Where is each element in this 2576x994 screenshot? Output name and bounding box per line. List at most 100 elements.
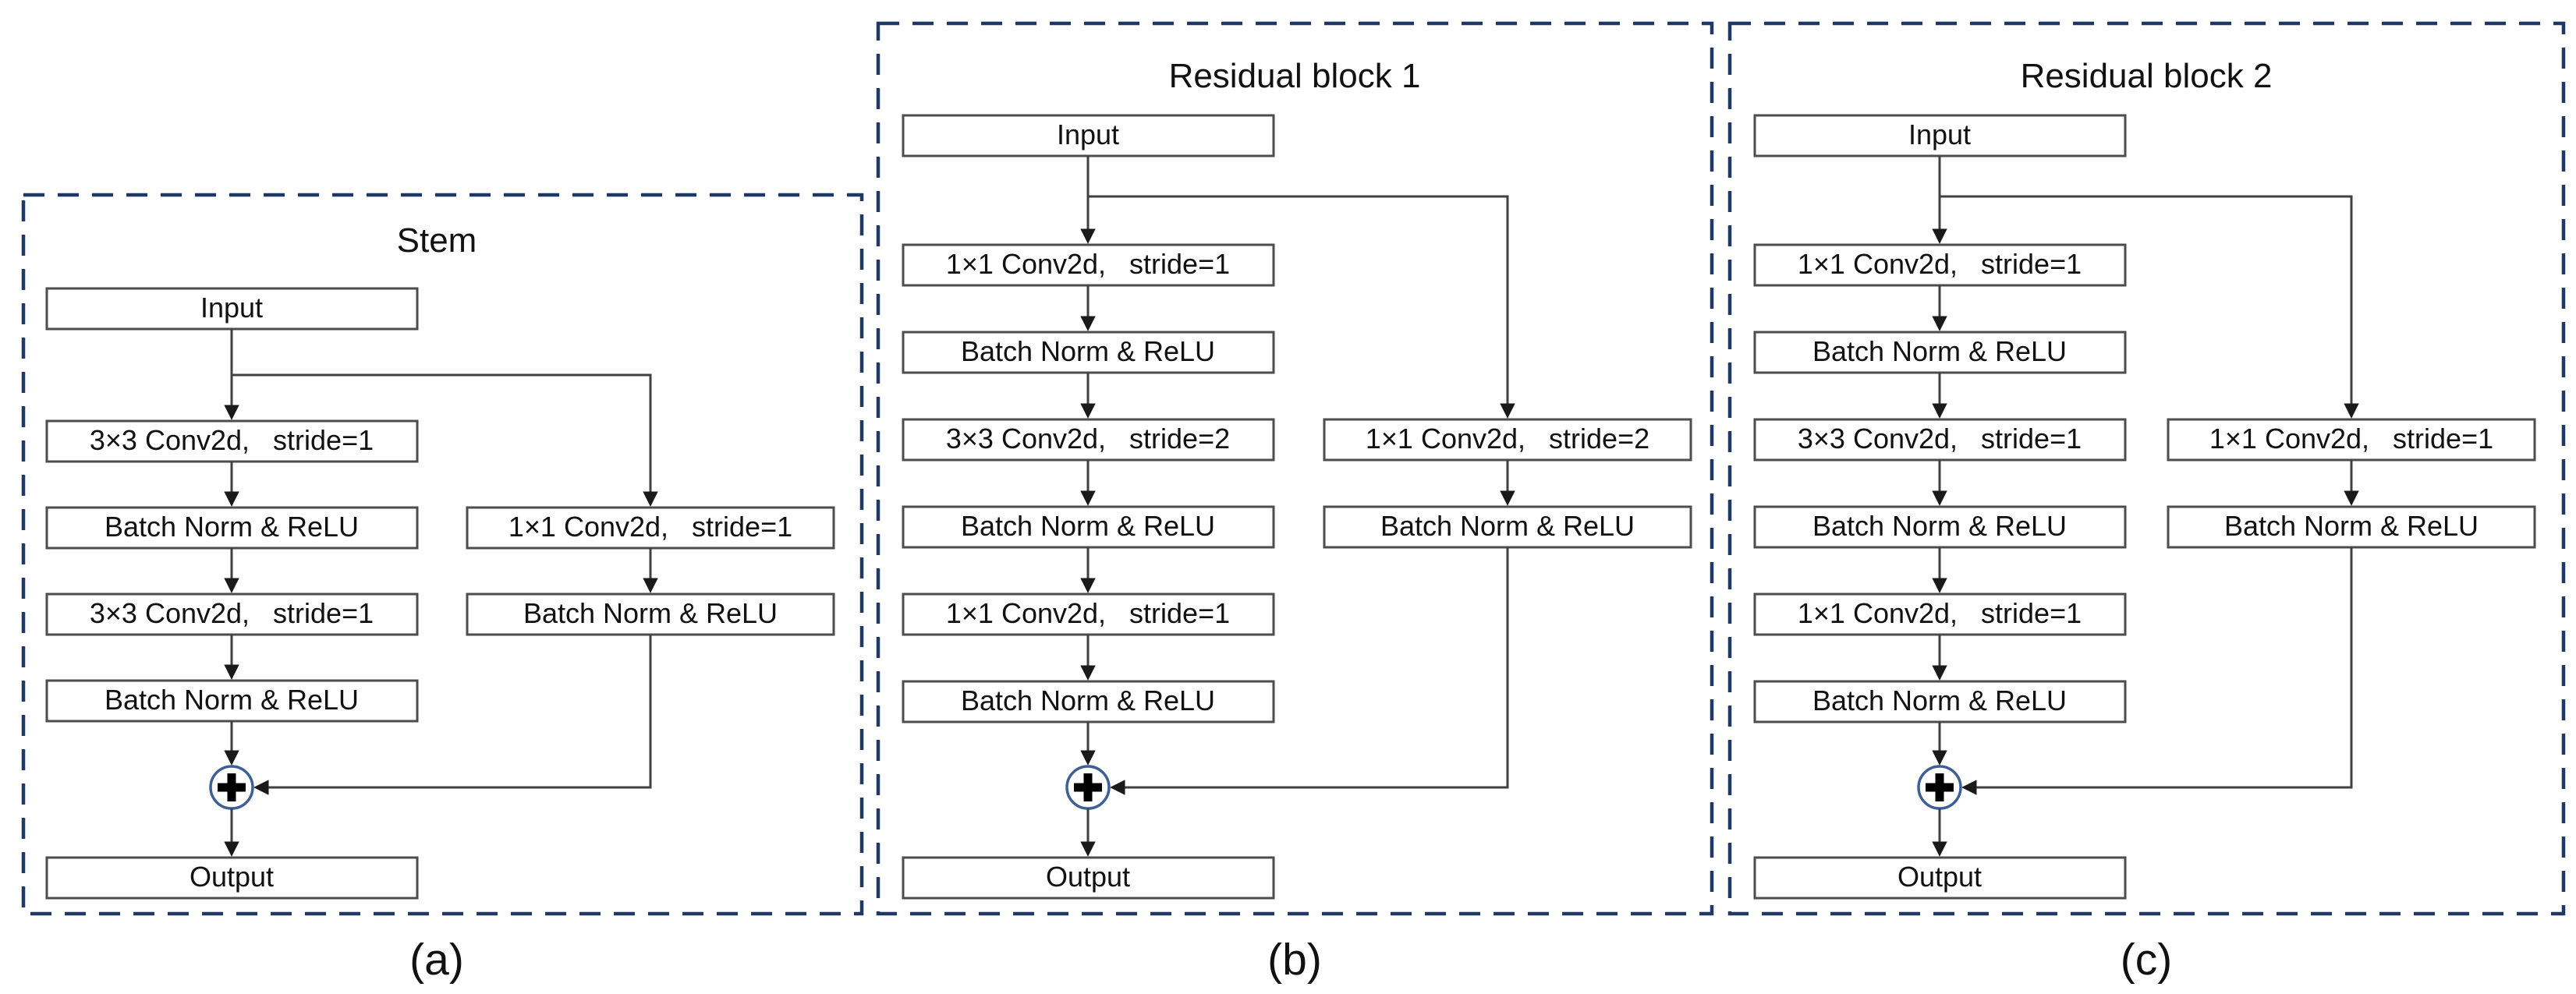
node-conv: 3×3 Conv2d, stride=1	[45, 593, 419, 636]
node-skip-conv-box	[2167, 418, 2536, 462]
sum-junction	[209, 765, 254, 810]
node-batchnorm: Batch Norm & ReLU	[45, 506, 419, 550]
node-batchnorm-label: Batch Norm & ReLU	[105, 684, 359, 716]
node-input-label: Input	[1908, 119, 1971, 150]
node-conv-label: 3×3 Conv2d, stride=1	[90, 424, 374, 456]
node-output-label: Output	[1897, 861, 1982, 893]
node-batchnorm: Batch Norm & ReLU	[1753, 680, 2127, 723]
node-conv-box	[45, 593, 419, 636]
node-conv-label: 3×3 Conv2d, stride=1	[90, 597, 374, 629]
panel-caption: (c)	[2121, 935, 2172, 985]
node-input-label: Input	[200, 292, 263, 324]
flow-skip-merge	[253, 635, 652, 795]
node-batchnorm-box	[902, 331, 1275, 374]
panel-residual-2-dashed-border	[1727, 21, 2566, 916]
node-conv-label: 3×3 Conv2d, stride=2	[946, 423, 1230, 455]
node-conv-box	[902, 243, 1275, 287]
node-skip-conv: 1×1 Conv2d, stride=1	[466, 506, 835, 550]
node-skip-batchnorm-label: Batch Norm & ReLU	[523, 597, 778, 629]
sum-junction	[1917, 765, 1962, 810]
plus-icon	[1926, 773, 1954, 801]
node-conv-label: 1×1 Conv2d, stride=1	[946, 597, 1230, 629]
panel-residual-2-title: Residual block 2	[2021, 57, 2273, 95]
node-batchnorm: Batch Norm & ReLU	[1753, 505, 2127, 549]
node-batchnorm-label: Batch Norm & ReLU	[1812, 335, 2067, 367]
node-input: Input	[1753, 114, 2127, 157]
node-input-box	[1753, 114, 2127, 157]
node-conv: 1×1 Conv2d, stride=1	[1753, 243, 2127, 287]
node-output-box	[902, 856, 1275, 900]
panel-residual-block-1: Residual block 1 Input 1×1 Conv2d, strid…	[876, 21, 1714, 985]
node-skip-batchnorm: Batch Norm & ReLU	[2167, 505, 2536, 549]
node-skip-batchnorm: Batch Norm & ReLU	[1323, 505, 1692, 549]
node-input: Input	[45, 287, 419, 331]
node-batchnorm: Batch Norm & ReLU	[902, 680, 1275, 723]
node-batchnorm-box	[45, 679, 419, 723]
node-conv-label: 1×1 Conv2d, stride=1	[1798, 248, 2082, 280]
node-skip-batchnorm-box	[466, 593, 835, 636]
node-batchnorm: Batch Norm & ReLU	[45, 679, 419, 723]
node-conv: 3×3 Conv2d, stride=1	[1753, 418, 2127, 462]
node-output-box	[1753, 856, 2127, 900]
node-conv: 1×1 Conv2d, stride=1	[902, 593, 1275, 636]
node-skip-batchnorm-label: Batch Norm & ReLU	[2224, 510, 2479, 542]
node-batchnorm-box	[902, 680, 1275, 723]
node-conv-label: 1×1 Conv2d, stride=1	[946, 248, 1230, 280]
node-conv-box	[902, 593, 1275, 636]
node-conv: 3×3 Conv2d, stride=2	[902, 418, 1275, 462]
node-conv-box	[45, 419, 419, 463]
node-skip-conv-box	[1323, 418, 1692, 462]
node-conv-box	[1753, 418, 2127, 462]
node-skip-conv-label: 1×1 Conv2d, stride=1	[2209, 423, 2493, 455]
panel-caption: (a)	[409, 935, 464, 985]
node-input-label: Input	[1057, 119, 1119, 150]
panel-stem: Stem Input 3×3 Conv2d, stride=1 Batch No…	[21, 193, 864, 985]
node-batchnorm-box	[902, 505, 1275, 549]
node-conv: 3×3 Conv2d, stride=1	[45, 419, 419, 463]
node-output-label: Output	[1046, 861, 1130, 893]
plus-icon	[1074, 773, 1102, 801]
flow-skip-branch	[1088, 195, 1515, 419]
node-input: Input	[902, 114, 1275, 157]
node-batchnorm-box	[1753, 505, 2127, 549]
node-skip-conv-label: 1×1 Conv2d, stride=1	[508, 511, 792, 543]
node-skip-batchnorm: Batch Norm & ReLU	[466, 593, 835, 636]
node-batchnorm-box	[45, 506, 419, 550]
node-batchnorm: Batch Norm & ReLU	[902, 331, 1275, 374]
node-input-box	[902, 114, 1275, 157]
node-output: Output	[1753, 856, 2127, 900]
flow-skip-branch	[1940, 195, 2359, 419]
node-output: Output	[45, 856, 419, 900]
flow-skip-branch	[232, 373, 658, 507]
panel-stem-dashed-border	[21, 193, 864, 916]
node-batchnorm-label: Batch Norm & ReLU	[1812, 510, 2067, 542]
node-conv-label: 1×1 Conv2d, stride=1	[1798, 597, 2082, 629]
node-skip-batchnorm-label: Batch Norm & ReLU	[1380, 510, 1635, 542]
node-conv-label: 3×3 Conv2d, stride=1	[1798, 423, 2082, 455]
node-batchnorm: Batch Norm & ReLU	[1753, 331, 2127, 374]
node-skip-conv: 1×1 Conv2d, stride=1	[2167, 418, 2536, 462]
panel-residual-block-2: Residual block 2 Input 1×1 Conv2d, strid…	[1727, 21, 2566, 985]
node-output-label: Output	[190, 861, 274, 893]
flow-skip-merge	[1110, 547, 1509, 795]
node-output: Output	[902, 856, 1275, 900]
node-batchnorm-label: Batch Norm & ReLU	[105, 511, 359, 543]
node-skip-conv-box	[466, 506, 835, 550]
node-output-box	[45, 856, 419, 900]
node-skip-conv-label: 1×1 Conv2d, stride=2	[1366, 423, 1649, 455]
node-skip-conv: 1×1 Conv2d, stride=2	[1323, 418, 1692, 462]
node-batchnorm-label: Batch Norm & ReLU	[1812, 684, 2067, 716]
panel-residual-1-title: Residual block 1	[1169, 57, 1421, 95]
node-batchnorm-box	[1753, 331, 2127, 374]
flow-skip-merge	[1961, 547, 2353, 795]
node-batchnorm-label: Batch Norm & ReLU	[961, 510, 1215, 542]
node-conv: 1×1 Conv2d, stride=1	[1753, 593, 2127, 636]
node-conv: 1×1 Conv2d, stride=1	[902, 243, 1275, 287]
sum-junction	[1065, 765, 1111, 810]
plus-icon	[218, 773, 246, 801]
node-batchnorm-label: Batch Norm & ReLU	[961, 335, 1215, 367]
panel-caption: (b)	[1267, 935, 1322, 985]
node-batchnorm-label: Batch Norm & ReLU	[961, 684, 1215, 716]
panel-residual-1-dashed-border	[876, 21, 1714, 916]
